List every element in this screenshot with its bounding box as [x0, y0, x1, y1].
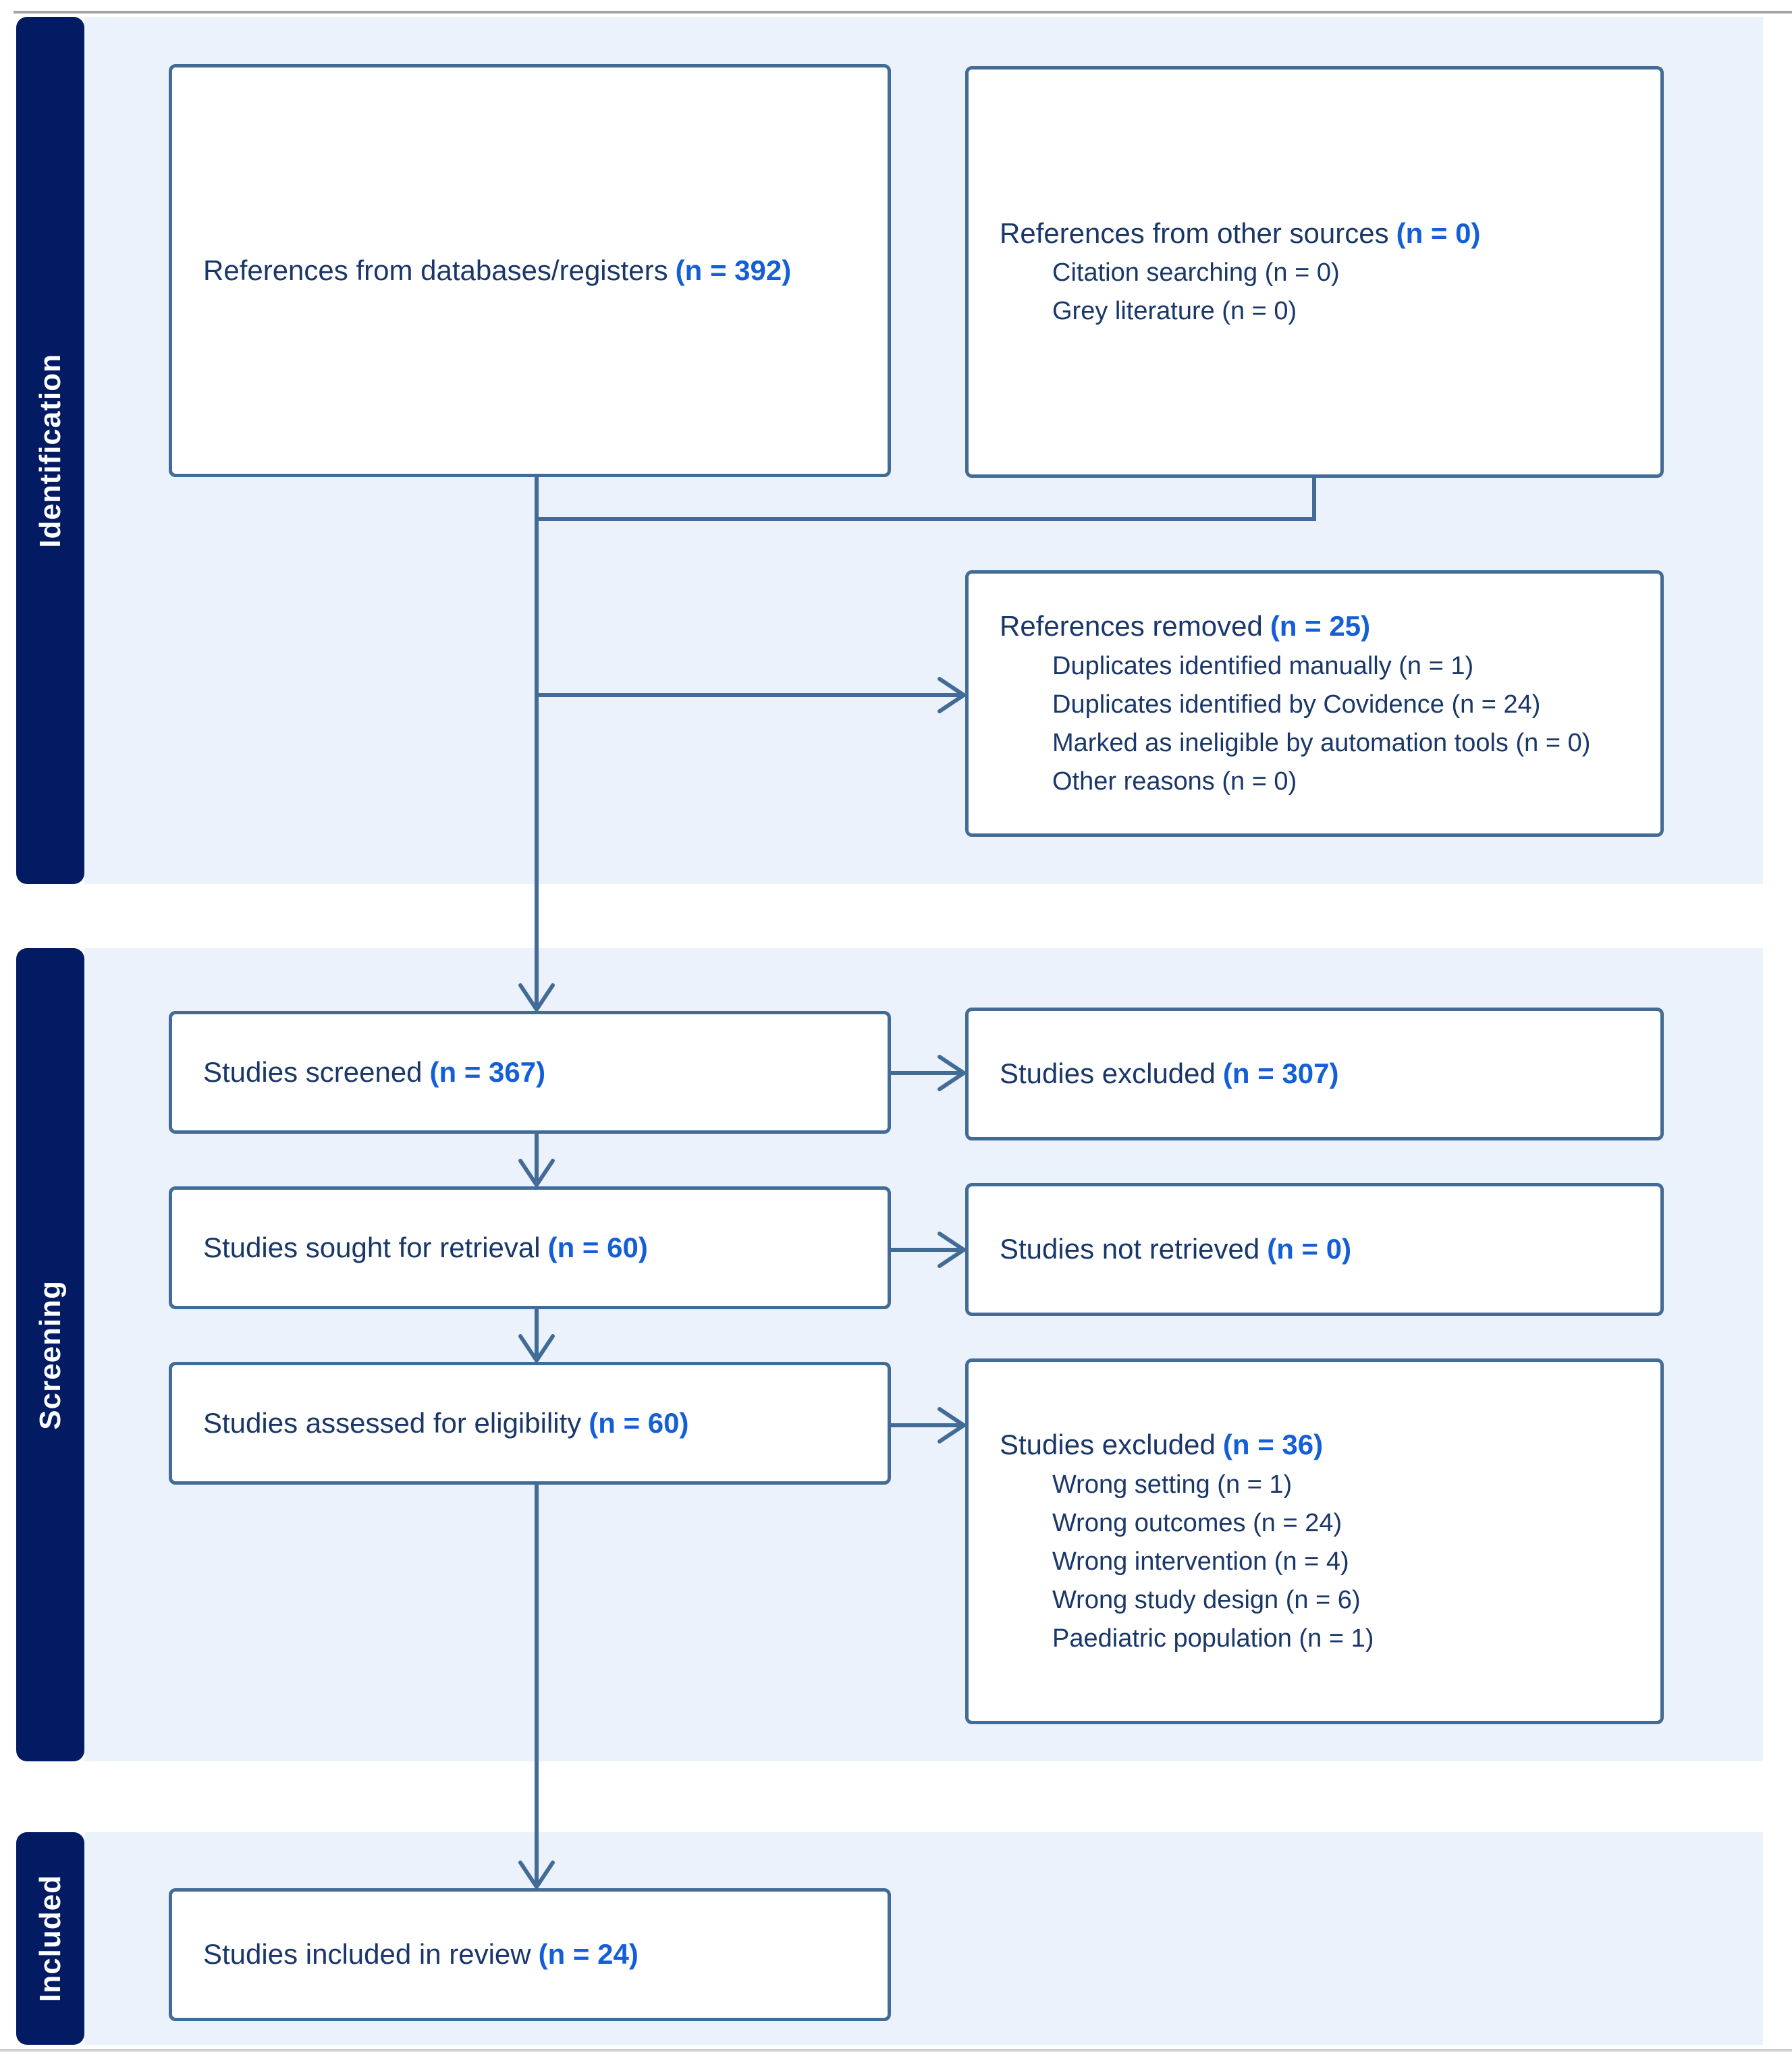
removed-item-other-reasons: Other reasons (n = 0) [1052, 767, 1297, 796]
screening-stage-label: Screening [33, 1280, 67, 1430]
box-studies-included-review: Studies included in review(n = 24) [169, 1888, 891, 2021]
page-bottom-edge [0, 2049, 1792, 2052]
excluded-item-wrong-study-design: Wrong study design (n = 6) [1052, 1585, 1361, 1614]
studies-included-line: Studies included in review(n = 24) [203, 1934, 869, 1975]
studies-not-retrieved-count: (n = 0) [1267, 1233, 1352, 1265]
studies-excluded-screening-count: (n = 307) [1222, 1057, 1339, 1090]
studies-included-count: (n = 24) [538, 1938, 639, 1971]
references-other-sources-label: References from other sources [1000, 217, 1389, 249]
references-databases-count: (n = 392) [675, 254, 792, 286]
excluded-item-paediatric-population: Paediatric population (n = 1) [1052, 1624, 1374, 1653]
box-references-other-sources: References from other sources(n = 0) Cit… [965, 66, 1664, 478]
other-sources-item-citation-searching: Citation searching (n = 0) [1052, 258, 1340, 287]
box-studies-assessed-eligibility: Studies assessed for eligibility(n = 60) [169, 1362, 891, 1485]
studies-not-retrieved-label: Studies not retrieved [1000, 1233, 1260, 1265]
box-studies-excluded-eligibility: Studies excluded(n = 36) Wrong setting (… [965, 1358, 1664, 1724]
screening-stage-bar: Screening [16, 948, 84, 1761]
studies-sought-count: (n = 60) [547, 1231, 648, 1263]
page-top-edge [13, 11, 1792, 13]
box-references-removed: References removed(n = 25) Duplicates id… [965, 570, 1664, 837]
box-studies-sought-retrieval: Studies sought for retrieval(n = 60) [169, 1186, 891, 1309]
studies-excluded-eligibility-count: (n = 36) [1222, 1429, 1324, 1461]
studies-sought-label: Studies sought for retrieval [203, 1231, 541, 1263]
studies-sought-line: Studies sought for retrieval(n = 60) [203, 1228, 869, 1269]
studies-screened-line: Studies screened(n = 367) [203, 1052, 869, 1093]
studies-not-retrieved-line: Studies not retrieved(n = 0) [1000, 1229, 1641, 1270]
excluded-item-wrong-outcomes: Wrong outcomes (n = 24) [1052, 1508, 1342, 1537]
included-stage-label: Included [33, 1875, 67, 2002]
other-sources-item-grey-literature: Grey literature (n = 0) [1052, 297, 1297, 326]
references-removed-line: References removed(n = 25) [1000, 606, 1641, 647]
excluded-item-wrong-setting: Wrong setting (n = 1) [1052, 1470, 1293, 1499]
included-stage-bar: Included [16, 1832, 84, 2045]
box-references-databases: References from databases/registers(n = … [169, 64, 891, 477]
references-other-sources-count: (n = 0) [1396, 217, 1481, 249]
references-removed-count: (n = 25) [1270, 610, 1371, 642]
removed-item-automation-tools: Marked as ineligible by automation tools… [1052, 728, 1591, 757]
references-other-sources-line: References from other sources(n = 0) [1000, 213, 1641, 254]
studies-assessed-count: (n = 60) [589, 1406, 689, 1439]
identification-stage-bar: Identification [16, 17, 84, 884]
studies-assessed-line: Studies assessed for eligibility(n = 60) [203, 1403, 869, 1444]
studies-excluded-eligibility-label: Studies excluded [1000, 1429, 1216, 1461]
identification-stage-label: Identification [33, 353, 67, 548]
studies-excluded-screening-label: Studies excluded [1000, 1057, 1216, 1090]
excluded-item-wrong-intervention: Wrong intervention (n = 4) [1052, 1547, 1349, 1576]
removed-item-duplicates-covidence: Duplicates identified by Covidence (n = … [1052, 690, 1541, 719]
studies-assessed-label: Studies assessed for eligibility [203, 1406, 582, 1439]
removed-item-duplicates-manual: Duplicates identified manually (n = 1) [1052, 651, 1474, 680]
references-removed-label: References removed [1000, 610, 1263, 642]
studies-excluded-screening-line: Studies excluded(n = 307) [1000, 1053, 1641, 1095]
box-studies-excluded-screening: Studies excluded(n = 307) [965, 1008, 1664, 1140]
box-studies-not-retrieved: Studies not retrieved(n = 0) [965, 1183, 1664, 1316]
studies-screened-label: Studies screened [203, 1055, 423, 1088]
box-studies-screened: Studies screened(n = 367) [169, 1011, 891, 1134]
references-databases-label: References from databases/registers [203, 254, 668, 286]
studies-screened-count: (n = 367) [429, 1055, 546, 1088]
studies-included-label: Studies included in review [203, 1938, 531, 1971]
references-databases-line: References from databases/registers(n = … [203, 250, 869, 292]
studies-excluded-eligibility-line: Studies excluded(n = 36) [1000, 1425, 1641, 1466]
